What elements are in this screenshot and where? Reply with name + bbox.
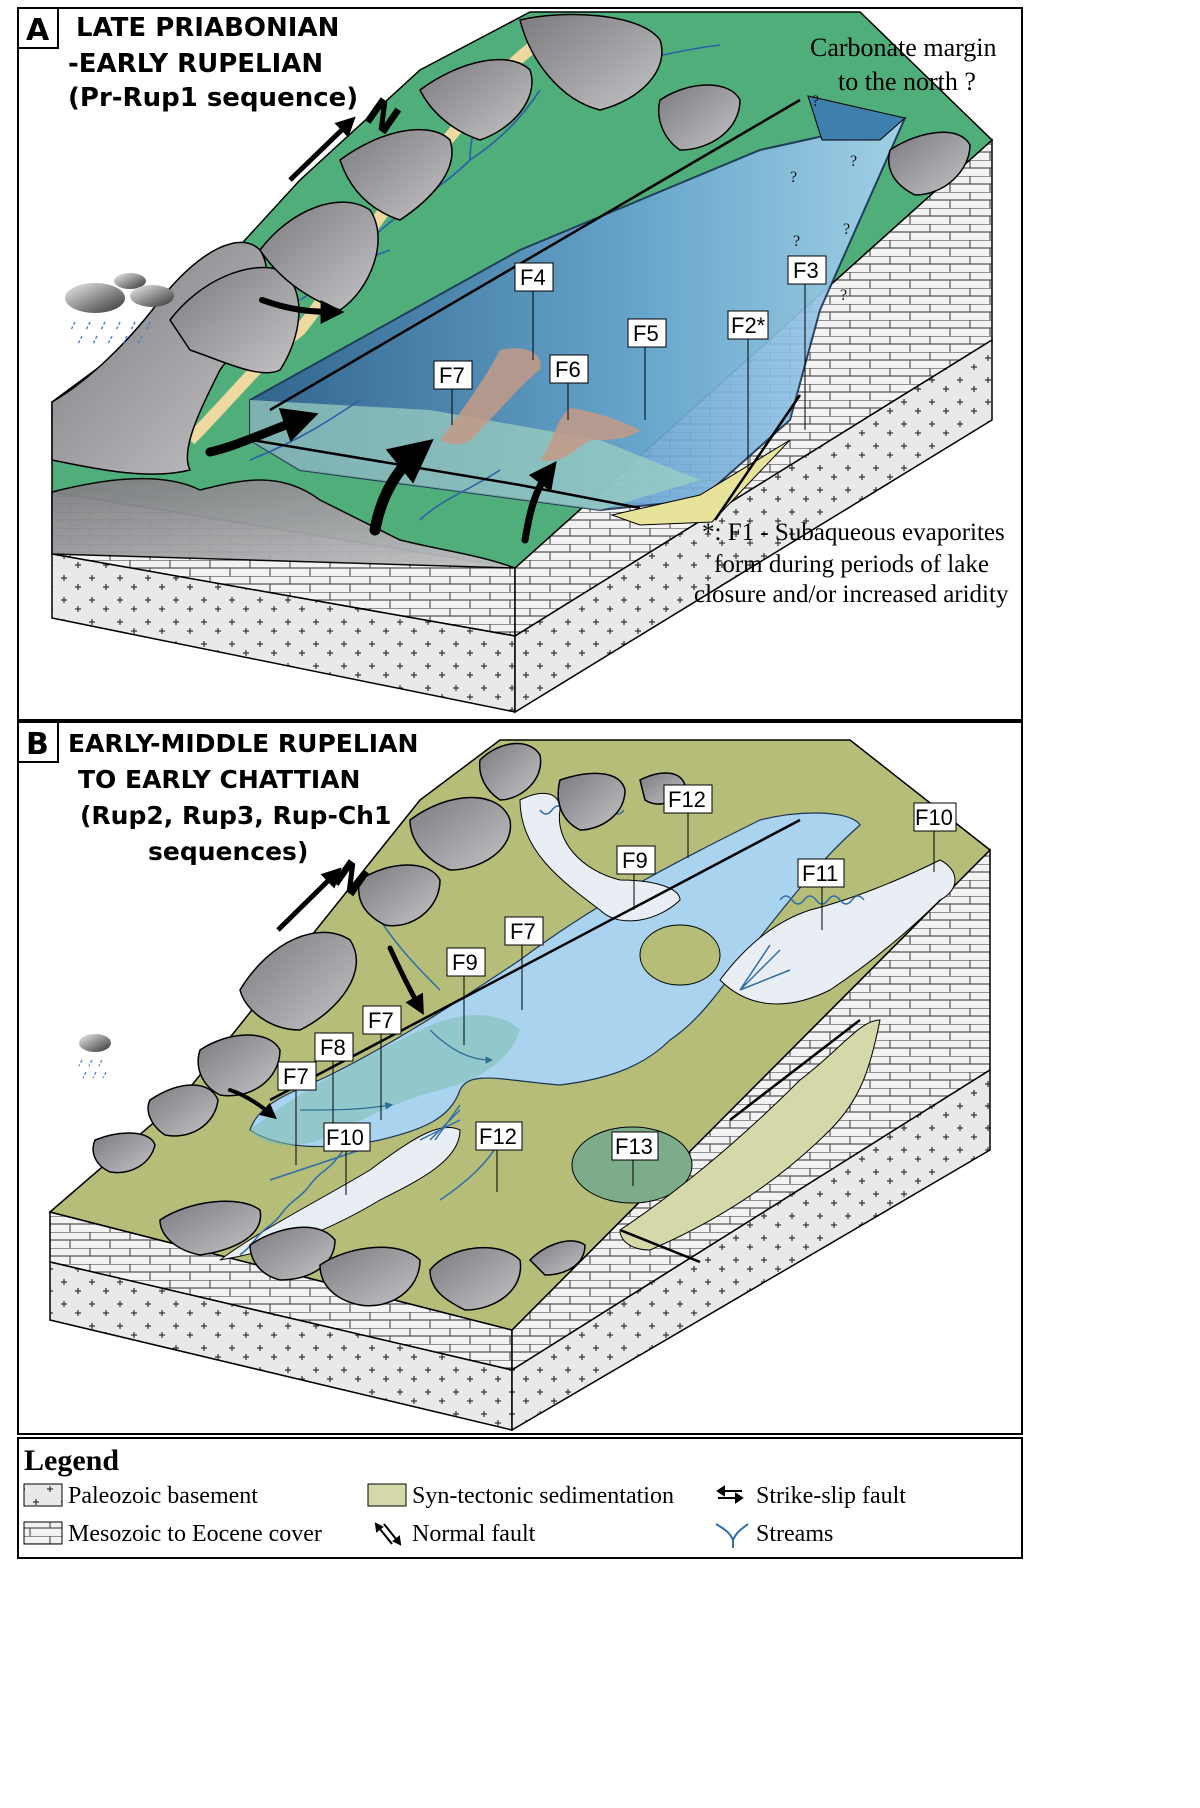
panel-a-highlands bbox=[51, 13, 971, 569]
panel-a-evaporite-note-2: form during periods of lake bbox=[714, 551, 989, 578]
panel-a-cloud-icon bbox=[65, 273, 174, 345]
panel-b-label-f12-upper: F12 bbox=[668, 787, 706, 812]
streams-icon bbox=[715, 1523, 749, 1548]
panel-b-facies-labels: F12 F10 F9 F11 F7 F9 F7 F8 F7 bbox=[277, 784, 957, 1195]
panel-a-basement-side bbox=[514, 338, 993, 714]
panel-b-title-2: TO EARLY CHATTIAN bbox=[78, 765, 360, 794]
legend-label-streams: Streams bbox=[756, 1521, 833, 1547]
legend-label-normal-fault: Normal fault bbox=[412, 1521, 536, 1547]
panel-a-question-4: ? bbox=[843, 221, 850, 238]
panel-b-label-f8: F8 bbox=[320, 1035, 346, 1060]
panel-a-question-6: ? bbox=[840, 287, 847, 304]
panel-a-label-f3: F3 bbox=[793, 258, 819, 283]
panel-b-title-3: (Rup2, Rup3, Rup-Ch1 bbox=[80, 801, 391, 830]
panel-a-label-f7: F7 bbox=[439, 363, 465, 388]
panel-a-label-f4: F4 bbox=[520, 265, 546, 290]
legend-item-syn-tectonic: Syn-tectonic sedimentation bbox=[367, 1483, 674, 1509]
panel-a-flow-arrows bbox=[205, 297, 557, 544]
panel-a-title-2: -EARLY RUPELIAN bbox=[68, 49, 323, 79]
panel-b-island-f13 bbox=[571, 1126, 693, 1204]
panel-b-faults bbox=[269, 818, 861, 1264]
panel-a-question-3: ? bbox=[790, 169, 797, 186]
panel-b-highlands bbox=[92, 742, 686, 1311]
panel-b-label-f7-middle: F7 bbox=[368, 1008, 394, 1033]
panel-a-evaporite-note-1: *: F1 - Subaqueous evaporites bbox=[702, 519, 1005, 546]
legend-item-streams: Streams bbox=[715, 1521, 833, 1548]
panel-b-frame bbox=[17, 721, 1023, 1435]
panel-b-label-f10-lower: F10 bbox=[326, 1125, 364, 1150]
legend-item-cover: Mesozoic to Eocene cover bbox=[23, 1521, 322, 1547]
legend-label-cover: Mesozoic to Eocene cover bbox=[68, 1521, 322, 1547]
legend-item-basement: Paleozoic basement bbox=[23, 1483, 258, 1509]
panel-b-title-1: EARLY-MIDDLE RUPELIAN bbox=[68, 729, 418, 758]
panel-b-syn-tectonic-wedge bbox=[619, 1019, 881, 1251]
panel-a-title-3: (Pr-Rup1 sequence) bbox=[68, 83, 358, 113]
panel-b-label-f13: F13 bbox=[615, 1134, 653, 1159]
panel-a: N A LATE PRIABONIAN -EARLY RUPELIAN (Pr-… bbox=[17, 7, 1023, 721]
panel-b-label-f11: F11 bbox=[802, 861, 838, 886]
panel-b-cloud-icon bbox=[78, 1034, 111, 1079]
panel-a-letter: A bbox=[26, 13, 50, 48]
panel-b-fan-f10-upper bbox=[519, 792, 681, 922]
panel-b-island bbox=[639, 924, 721, 986]
panel-a-label-f6: F6 bbox=[555, 357, 581, 382]
basement-swatch bbox=[23, 1483, 63, 1507]
cover-swatch bbox=[23, 1521, 63, 1545]
legend-item-strike-slip: Strike-slip fault bbox=[716, 1483, 906, 1509]
panel-b-label-f7-lower: F7 bbox=[283, 1064, 309, 1089]
panel-b-label-f9-upper: F9 bbox=[622, 848, 648, 873]
panel-a-margin-note-2: to the north ? bbox=[838, 67, 976, 96]
panel-b-label-f7-upper: F7 bbox=[510, 919, 536, 944]
panel-a-lake-deep-margin bbox=[807, 95, 907, 141]
legend-item-normal-fault: Normal fault bbox=[374, 1521, 536, 1547]
panel-a-frame bbox=[17, 7, 1023, 721]
legend-frame bbox=[17, 1437, 1023, 1559]
panel-b-fan-f11 bbox=[719, 859, 956, 1005]
panel-b: N B EARLY-MIDDLE RUPELIAN TO EARLY CHATT… bbox=[17, 721, 1023, 1435]
panel-a-label-f2: F2* bbox=[731, 313, 766, 338]
legend-label-strike-slip: Strike-slip fault bbox=[756, 1483, 906, 1509]
syn-tectonic-swatch bbox=[367, 1483, 407, 1507]
panel-b-title-4: sequences) bbox=[148, 837, 308, 866]
panel-a-evaporite-note-3: closure and/or increased aridity bbox=[694, 581, 1009, 608]
legend: Legend Paleozoic basement Syn-tectonic s… bbox=[17, 1437, 1023, 1559]
panel-b-letter: B bbox=[26, 727, 49, 762]
legend-label-syn-tectonic: Syn-tectonic sedimentation bbox=[412, 1483, 674, 1509]
panel-a-letter-box bbox=[17, 7, 59, 49]
panel-b-label-f10-upper: F10 bbox=[915, 805, 953, 830]
panel-b-label-f9-lower: F9 bbox=[452, 950, 478, 975]
panel-b-flow-arrows bbox=[228, 945, 424, 1120]
panel-a-fan-f6 bbox=[540, 408, 640, 461]
panel-a-faults bbox=[251, 98, 802, 521]
panel-a-question-marks: ? ? ? ? ? ? bbox=[790, 93, 857, 304]
panel-b-letter-box bbox=[17, 721, 59, 763]
panel-a-question-2: ? bbox=[850, 153, 857, 170]
legend-title: Legend bbox=[24, 1444, 119, 1477]
panel-a-lake-shallow bbox=[250, 400, 700, 510]
panel-a-question-5: ? bbox=[793, 233, 800, 250]
panel-b-label-f12-lower: F12 bbox=[479, 1124, 517, 1149]
panel-a-question-1: ? bbox=[812, 93, 819, 110]
panel-a-title-1: LATE PRIABONIAN bbox=[76, 13, 339, 43]
panel-a-evaporite bbox=[610, 439, 791, 526]
legend-label-basement: Paleozoic basement bbox=[68, 1483, 258, 1509]
panel-b-basement-side bbox=[511, 1068, 991, 1432]
panel-a-fan-f7 bbox=[440, 348, 541, 445]
normal-fault-icon bbox=[374, 1522, 402, 1546]
panel-a-label-f5: F5 bbox=[633, 321, 659, 346]
panel-a-margin-note-1: Carbonate margin bbox=[810, 33, 997, 62]
strike-slip-icon bbox=[716, 1485, 744, 1504]
panel-a-facies-labels: F4 F5 F6 F7 F2* F3 bbox=[433, 255, 827, 470]
